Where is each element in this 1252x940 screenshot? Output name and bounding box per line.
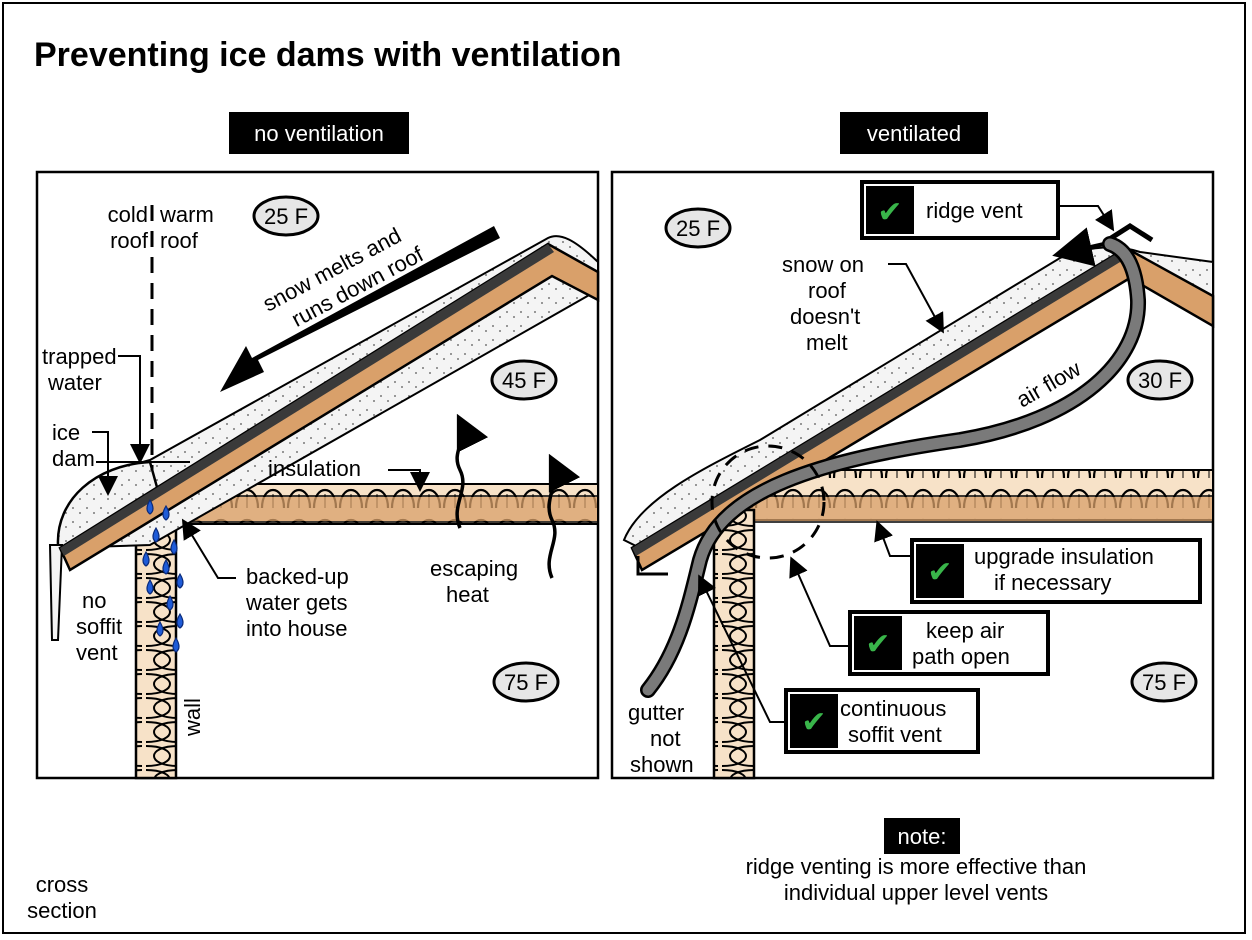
keep-air-path-label: path open <box>912 644 1010 669</box>
keep-air-path-label: keep air <box>926 618 1004 643</box>
check-icon: ✔ <box>877 196 902 229</box>
cross-section-label: section <box>27 898 97 923</box>
roof-shingles <box>632 248 1130 556</box>
backed-up-water-label: water gets <box>245 590 348 615</box>
wall <box>134 508 178 780</box>
snow-on-roof-label: melt <box>806 330 848 355</box>
wavy-heat-arrow-icon <box>547 453 581 579</box>
right-header-bg <box>840 112 988 154</box>
note-heading: note: <box>898 824 947 849</box>
gutter-not-shown-label: shown <box>630 752 694 777</box>
melt-arrow-icon <box>220 226 500 392</box>
temp-outside-left: 25 F <box>264 204 308 229</box>
wall-label: wall <box>180 698 205 737</box>
right-panel-header: ventilated <box>867 121 961 146</box>
trapped-water-label: trapped <box>42 344 117 369</box>
escaping-heat-label: escaping <box>430 556 518 581</box>
temp-house-right: 75 F <box>1142 670 1186 695</box>
snow-on-roof-label: snow on <box>782 252 864 277</box>
continuous-soffit-vent-label: soffit vent <box>848 722 942 747</box>
insulation-label: insulation <box>268 456 361 481</box>
note-heading-bg <box>884 818 960 854</box>
right-panel: 25 F 30 F 75 F ✔ ridge vent snow on roof… <box>610 170 1215 780</box>
warm-roof-label: warm <box>159 202 214 227</box>
wall <box>712 508 756 780</box>
temp-attic-left: 45 F <box>502 368 546 393</box>
air-flow-path <box>642 238 1144 696</box>
arrow-icon <box>1052 227 1105 267</box>
temp-house-left: 75 F <box>504 670 548 695</box>
note-line-2: individual upper level vents <box>784 880 1048 905</box>
trapped-water-label: water <box>47 370 102 395</box>
ridge-vent-cap <box>1106 223 1154 243</box>
note-line-1: ridge venting is more effective than <box>746 854 1087 879</box>
gutter-not-shown-label: not <box>650 726 681 751</box>
check-icon: ✔ <box>865 628 890 661</box>
no-soffit-vent-label: no <box>82 588 106 613</box>
left-header-bg <box>229 112 409 154</box>
no-soffit-vent-label: vent <box>76 640 118 665</box>
escaping-heat-label: heat <box>446 582 489 607</box>
ice-dam-label: dam <box>52 446 95 471</box>
backed-up-water-label: backed-up <box>246 564 349 589</box>
snow-on-roof-label: doesn't <box>790 304 860 329</box>
backed-up-water-label: into house <box>246 616 348 641</box>
page-title: Preventing ice dams with ventilation <box>34 36 622 74</box>
warm-roof-label: roof <box>160 228 199 253</box>
no-soffit-vent-label: soffit <box>76 614 122 639</box>
continuous-soffit-vent-label: continuous <box>840 696 946 721</box>
ice-dam-label: ice <box>52 420 80 445</box>
snow-on-roof-label: roof <box>808 278 847 303</box>
ridge-vent-label: ridge vent <box>926 198 1023 223</box>
air-path-highlight <box>710 444 826 560</box>
upgrade-insulation-label: if necessary <box>994 570 1111 595</box>
left-panel: 25 F 45 F 75 F cold roof warm roof snow … <box>35 170 600 780</box>
water-drop-icon <box>142 498 184 653</box>
cross-section-label: cross <box>36 872 89 897</box>
gutter-not-shown-label: gutter <box>628 700 684 725</box>
temp-attic-right: 30 F <box>1138 368 1182 393</box>
left-panel-header: no ventilation <box>254 121 384 146</box>
icicle <box>48 544 64 641</box>
wavy-heat-arrow-icon <box>455 413 489 529</box>
check-icon: ✔ <box>927 556 952 589</box>
roof-shingles <box>60 244 554 556</box>
check-icon: ✔ <box>801 706 826 739</box>
cold-roof-label: roof <box>110 228 149 253</box>
upgrade-insulation-label: upgrade insulation <box>974 544 1154 569</box>
temp-outside-right: 25 F <box>676 216 720 241</box>
cold-roof-label: cold <box>108 202 148 227</box>
